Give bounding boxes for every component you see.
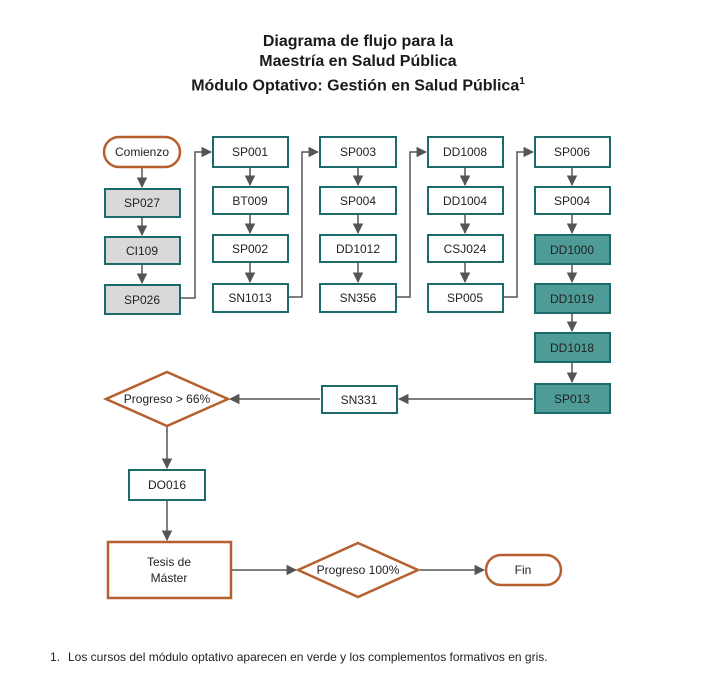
node-dd1019-label: DD1019 bbox=[550, 292, 594, 306]
arrow-sp005-to-sp006 bbox=[503, 146, 535, 298]
node-dd1019: DD1019 bbox=[534, 283, 611, 314]
node-sn1013-label: SN1013 bbox=[228, 291, 272, 305]
footnote-ref: 1 bbox=[519, 76, 525, 87]
node-dd1012: DD1012 bbox=[319, 234, 397, 263]
decision-progress-66: Progreso > 66% bbox=[102, 370, 232, 428]
node-sn356: SN356 bbox=[319, 283, 397, 313]
node-sp006-label: SP006 bbox=[554, 145, 590, 159]
node-thesis-label-line1: Tesis de bbox=[147, 555, 191, 569]
footnote-text: Los cursos del módulo optativo aparecen … bbox=[68, 650, 548, 664]
diagram-title: Diagrama de flujo para la Maestría en Sa… bbox=[0, 32, 716, 96]
node-ci109-label: CI109 bbox=[126, 244, 158, 258]
node-sp006: SP006 bbox=[534, 136, 611, 168]
node-sp004-b: SP004 bbox=[534, 186, 611, 215]
node-dd1000-label: DD1000 bbox=[550, 243, 594, 257]
title-line-3-text: Módulo Optativo: Gestión en Salud Públic… bbox=[191, 77, 520, 95]
node-sn1013: SN1013 bbox=[212, 283, 289, 313]
node-sp026: SP026 bbox=[104, 284, 181, 315]
node-sp003-label: SP003 bbox=[340, 145, 376, 159]
node-thesis: Tesis de Máster bbox=[106, 540, 233, 600]
node-csj024: CSJ024 bbox=[427, 234, 504, 263]
node-dd1008: DD1008 bbox=[427, 136, 504, 168]
node-sp013: SP013 bbox=[534, 383, 611, 414]
footnote-number: 1. bbox=[50, 650, 61, 664]
node-dd1018: DD1018 bbox=[534, 332, 611, 363]
node-start: Comienzo bbox=[102, 135, 182, 169]
node-sp004-a-label: SP004 bbox=[340, 194, 376, 208]
node-do016: DO016 bbox=[128, 469, 206, 501]
node-sp026-label: SP026 bbox=[124, 293, 160, 307]
node-end: Fin bbox=[484, 553, 563, 587]
arrow-sp026-to-sp001 bbox=[180, 146, 213, 299]
node-sn356-label: SN356 bbox=[340, 291, 377, 305]
arrow-sn1013-to-sp003 bbox=[288, 146, 320, 298]
connectors bbox=[136, 146, 578, 576]
node-sp013-label: SP013 bbox=[554, 392, 590, 406]
node-dd1012-label: DD1012 bbox=[336, 242, 380, 256]
node-thesis-label-line2: Máster bbox=[151, 571, 188, 585]
footnote: 1. Los cursos del módulo optativo aparece… bbox=[50, 650, 548, 664]
decision-progress-66-label: Progreso > 66% bbox=[124, 392, 211, 406]
node-bt009-label: BT009 bbox=[232, 194, 268, 208]
node-dd1004: DD1004 bbox=[427, 186, 504, 215]
node-dd1004-label: DD1004 bbox=[443, 194, 487, 208]
node-sp027-label: SP027 bbox=[124, 196, 160, 210]
title-line-3: Módulo Optativo: Gestión en Salud Públic… bbox=[0, 72, 716, 96]
node-sp027: SP027 bbox=[104, 188, 181, 218]
node-sp002-label: SP002 bbox=[232, 242, 268, 256]
node-sn331: SN331 bbox=[321, 385, 398, 414]
node-sp003: SP003 bbox=[319, 136, 397, 168]
arrow-sn356-to-dd1008 bbox=[396, 146, 428, 298]
node-dd1008-label: DD1008 bbox=[443, 145, 487, 159]
decision-progress-100-label: Progreso 100% bbox=[317, 563, 400, 577]
node-sp005: SP005 bbox=[427, 283, 504, 313]
title-line-2: Maestría en Salud Pública bbox=[259, 53, 457, 70]
node-sp002: SP002 bbox=[212, 234, 289, 263]
node-start-label: Comienzo bbox=[115, 145, 169, 159]
node-sp004-a: SP004 bbox=[319, 186, 397, 215]
decision-progress-100: Progreso 100% bbox=[294, 541, 422, 599]
node-ci109: CI109 bbox=[104, 236, 181, 265]
node-sp004-b-label: SP004 bbox=[554, 194, 590, 208]
node-bt009: BT009 bbox=[212, 186, 289, 215]
node-csj024-label: CSJ024 bbox=[444, 242, 487, 256]
node-sp001-label: SP001 bbox=[232, 145, 268, 159]
node-sp005-label: SP005 bbox=[447, 291, 483, 305]
node-sn331-label: SN331 bbox=[341, 393, 378, 407]
node-do016-label: DO016 bbox=[148, 478, 186, 492]
node-end-label: Fin bbox=[515, 563, 532, 577]
title-line-1: Diagrama de flujo para la bbox=[262, 33, 454, 50]
node-dd1000: DD1000 bbox=[534, 234, 611, 265]
node-sp001: SP001 bbox=[212, 136, 289, 168]
node-dd1018-label: DD1018 bbox=[550, 341, 594, 355]
